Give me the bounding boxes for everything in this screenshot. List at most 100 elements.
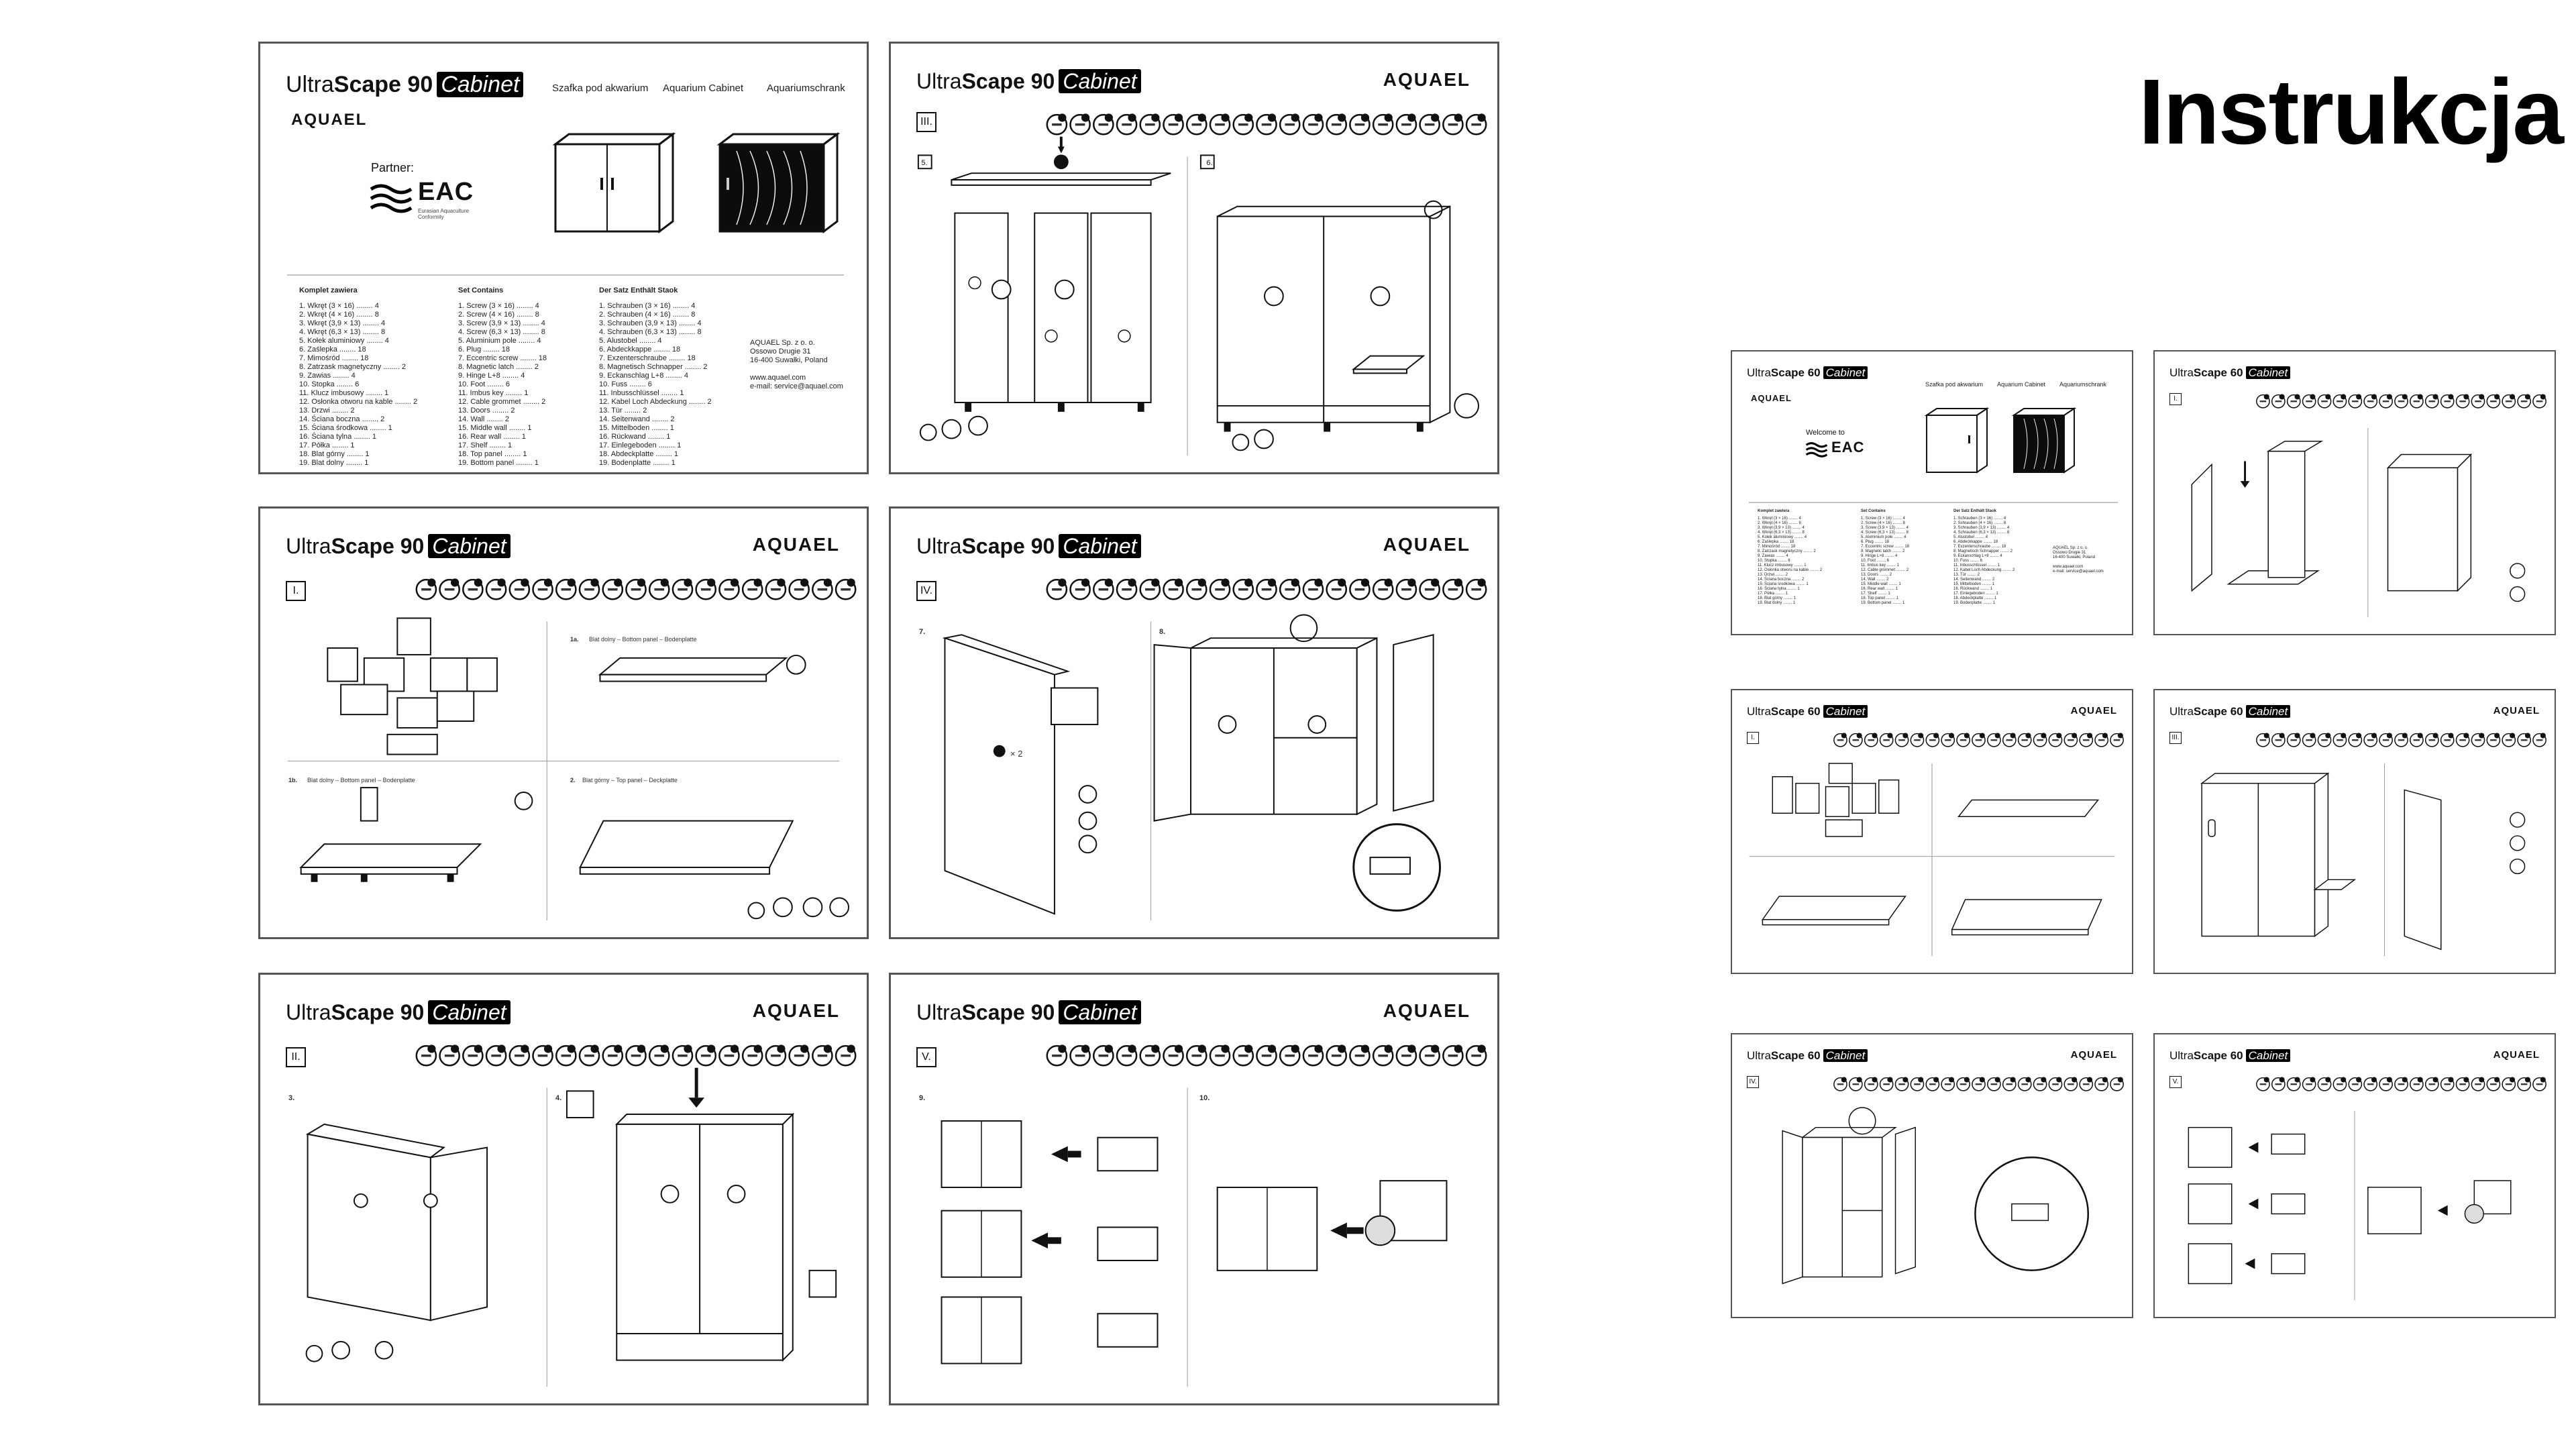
list-item: 11. Klucz imbusowy ........ 1	[299, 389, 389, 397]
hardware-part-icon	[2517, 733, 2532, 747]
hardware-part-icon	[1185, 1044, 1208, 1067]
list-item: 12. Kabel Loch Abdeckung ........ 2	[1953, 568, 2015, 572]
hardware-part-icon	[1395, 113, 1417, 136]
list-item: 4. Screw (6,3 × 13) ........ 8	[458, 328, 545, 336]
hardware-part-icon	[2033, 1077, 2047, 1091]
substep-1a-label: Blat dolny – Bottom panel – Bodenplatte	[589, 636, 697, 643]
hardware-part-icon	[1465, 113, 1487, 136]
hardware-part-icon	[625, 578, 647, 600]
welcome-label: Welcome to	[1806, 429, 1845, 437]
subtitle-pl: Szafka pod akwarium	[1925, 381, 1984, 388]
list-item: 9. Eckanschlag L+8 ........ 4	[599, 372, 688, 380]
hardware-part-icon	[532, 1044, 553, 1067]
aquael-logo: AQUAEL	[2070, 705, 2117, 716]
list-item: 3. Screw (3,9 × 13) ........ 4	[458, 319, 545, 327]
hardware-part-icon	[1046, 578, 1068, 600]
hardware-icons-row	[1046, 113, 1487, 136]
hardware-part-icon	[1910, 733, 1925, 747]
hardware-part-icon	[2394, 1077, 2408, 1091]
hardware-part-icon	[1395, 578, 1417, 600]
eac-wordmark: EAC	[418, 178, 474, 206]
hardware-part-icon	[718, 1044, 740, 1067]
hardware-part-icon	[2002, 733, 2017, 747]
hardware-part-icon	[2271, 733, 2286, 747]
hardware-part-icon	[2302, 394, 2316, 409]
substep-1b-label: Blat dolny – Bottom panel – Bodenplatte	[307, 777, 415, 784]
hardware-icons-row	[2256, 394, 2546, 409]
assembly-illustration	[942, 614, 1442, 921]
hardware-part-icon	[765, 1044, 787, 1067]
substep-6: 6.	[1206, 159, 1213, 167]
list-item: 7. Mimośród ........ 18	[299, 354, 369, 362]
assembly-illustration	[2191, 427, 2526, 618]
hardware-part-icon	[2302, 1077, 2316, 1091]
address-line: 16-400 Suwałki, Poland	[2053, 555, 2096, 559]
list-item: 11. Imbus key ........ 1	[1861, 564, 1899, 568]
hardware-part-icon	[2424, 1077, 2439, 1091]
address-line: e-mail: service@aquael.com	[750, 382, 843, 390]
hardware-part-icon	[2063, 1077, 2078, 1091]
cabinet-black-illustration	[716, 132, 841, 233]
substep-9: 9.	[919, 1094, 926, 1102]
hardware-part-icon	[439, 578, 460, 600]
list-item: 7. Mimośród ........ 18	[1758, 545, 1796, 549]
list-item: 5. Kołek aluminiowy ........ 4	[1758, 535, 1807, 539]
cabinet-white-illustration	[1924, 407, 1990, 474]
list-item: 10. Foot ........ 6	[458, 380, 511, 388]
list-item: 9. Zawias ........ 4	[299, 372, 356, 380]
address-line: www.aquael.com	[750, 374, 806, 382]
eac-wordmark: EAC	[1831, 439, 1865, 455]
list-item: 1. Wkręt (3 × 16) ........ 4	[299, 302, 379, 310]
hardware-part-icon	[1956, 1077, 1970, 1091]
list-item: 17. Einlegeboden ........ 1	[599, 441, 682, 449]
hardware-part-icon	[1925, 733, 1940, 747]
hardware-part-icon	[1139, 578, 1161, 600]
assembly-illustration	[1749, 763, 2115, 957]
hardware-part-icon	[2017, 1077, 2032, 1091]
hardware-part-icon	[1302, 1044, 1324, 1067]
hardware-part-icon	[2363, 1077, 2378, 1091]
list-item: 2. Schrauben (4 × 16) ........ 8	[599, 311, 696, 319]
eac-logo-icon	[1805, 442, 1828, 458]
hardware-part-icon	[1232, 1044, 1254, 1067]
hardware-part-icon	[462, 1044, 484, 1067]
hardware-part-icon	[812, 1044, 833, 1067]
hardware-part-icon	[2363, 394, 2378, 409]
list-item: 5. Kołek aluminiowy ........ 4	[299, 337, 389, 345]
hardware-part-icon	[2502, 394, 2516, 409]
hardware-part-icon	[1419, 578, 1440, 600]
hardware-icons-row	[1833, 733, 2124, 747]
hardware-part-icon	[1972, 1077, 1986, 1091]
step-number: II.	[286, 1047, 306, 1067]
hardware-part-icon	[1139, 113, 1161, 136]
address-line: 16-400 Suwałki, Poland	[750, 356, 828, 364]
hardware-part-icon	[1941, 1077, 1955, 1091]
cabinet-white-illustration	[552, 132, 676, 233]
address-line: www.aquael.com	[2053, 565, 2084, 569]
list-item: 19. Bottom panel ........ 1	[1861, 601, 1905, 605]
hardware-part-icon	[625, 1044, 647, 1067]
aquael-logo: AQUAEL	[1383, 534, 1470, 555]
contents-list-en: Set Contains 1. Screw (3 × 16) ........ …	[458, 286, 569, 468]
list-item: 16. Ściana tylna ........ 1	[299, 433, 376, 441]
hardware-part-icon	[2455, 1077, 2470, 1091]
hardware-part-icon	[2455, 733, 2470, 747]
substep-1a: 1a.	[570, 636, 579, 643]
list-item: 1. Screw (3 × 16) ........ 4	[458, 302, 539, 310]
hardware-part-icon	[2317, 394, 2332, 409]
hardware-part-icon	[415, 578, 437, 600]
hardware-part-icon	[1879, 1077, 1894, 1091]
list-item: 3. Schrauben (3,9 × 13) ........ 4	[1953, 526, 2010, 530]
hardware-part-icon	[2486, 1077, 2501, 1091]
aquael-logo: AQUAEL	[2493, 705, 2540, 716]
hardware-part-icon	[2332, 1077, 2347, 1091]
list-item: 12. Osłonka otworu na kable ........ 2	[299, 398, 418, 406]
contents-list-de: Der Satz Enthält Staok 1. Schrauben (3 ×…	[599, 286, 713, 468]
address-line: AQUAEL Sp. z o. o.	[750, 339, 815, 347]
list-item: 19. Bodenplatte ........ 1	[599, 459, 676, 467]
